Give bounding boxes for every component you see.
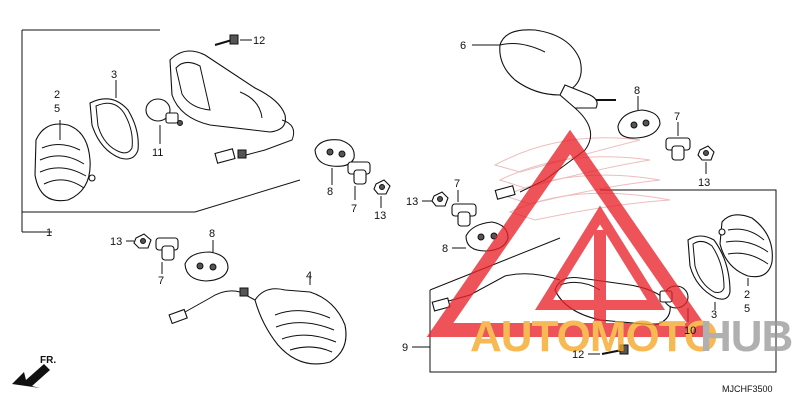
- lower-left-spacer: [184, 251, 229, 282]
- rear-right-spacer: [617, 109, 661, 139]
- lower-left-nut: [133, 233, 152, 249]
- callout-13-lower-left: 13: [110, 236, 122, 248]
- callout-4: 4: [306, 270, 312, 282]
- callout-5-right: 5: [744, 303, 750, 315]
- callout-8-mid: 8: [442, 243, 448, 255]
- lower-left-housing: [168, 287, 347, 365]
- right-gasket: [687, 235, 731, 300]
- callout-12-front-left: 12: [253, 35, 265, 47]
- callout-13-rear-right: 13: [698, 177, 710, 189]
- callout-3-right: 3: [711, 309, 717, 321]
- front-left-bulb: [145, 98, 183, 126]
- callout-13-front-left: 13: [374, 210, 386, 222]
- mid-nut: [431, 191, 449, 207]
- diagram-code: MJCHF3500: [722, 384, 773, 394]
- watermark-brand-right: HUB: [700, 312, 792, 361]
- callout-3-front-left: 3: [111, 69, 117, 81]
- callout-10: 10: [684, 325, 696, 337]
- right-lens: [718, 214, 773, 278]
- callout-12-right: 12: [572, 349, 584, 361]
- assembly-9-frame: [429, 189, 777, 373]
- assembly-9-frame-diag: [429, 237, 561, 291]
- callout-8-front-left: 8: [327, 186, 333, 198]
- front-left-screw: [214, 34, 239, 46]
- callout-9: 9: [402, 342, 408, 354]
- front-left-housing: [169, 50, 295, 164]
- right-screw: [601, 344, 629, 355]
- callout-8-lower-left: 8: [209, 228, 215, 240]
- callout-7-front-left: 7: [351, 203, 357, 215]
- watermark-brand-left: AUTOMOTO: [470, 312, 717, 361]
- callout-7-rear-right: 7: [674, 111, 680, 123]
- rear-right-housing: [494, 29, 616, 200]
- direction-label: FR.: [40, 355, 56, 366]
- rear-right-collar: [665, 137, 691, 161]
- front-left-nut: [373, 179, 391, 195]
- front-left-collar: [347, 161, 371, 185]
- mid-collar: [451, 203, 477, 227]
- assembly-1-frame: [21, 30, 301, 213]
- front-left-gasket: [89, 98, 139, 160]
- callout-2-right: 2: [744, 289, 750, 301]
- callout-8-rear-right: 8: [634, 85, 640, 97]
- callout-6: 6: [460, 40, 466, 52]
- callout-1: 1: [46, 227, 52, 239]
- callout-7-lower-left: 7: [158, 275, 164, 287]
- callout-11: 11: [152, 147, 163, 159]
- front-left-spacer: [314, 139, 355, 167]
- rear-right-nut: [697, 145, 715, 161]
- callout-5-front-left: 5: [54, 103, 60, 115]
- callout-7-mid: 7: [454, 178, 460, 190]
- lower-left-collar: [155, 237, 179, 261]
- front-direction-arrow: FR.: [12, 355, 56, 388]
- front-left-lens: [34, 123, 96, 202]
- callout-13-mid: 13: [406, 196, 418, 208]
- callout-2-front-left: 2: [54, 89, 60, 101]
- automotohub-watermark: AUTOMOTO HUB: [426, 129, 793, 361]
